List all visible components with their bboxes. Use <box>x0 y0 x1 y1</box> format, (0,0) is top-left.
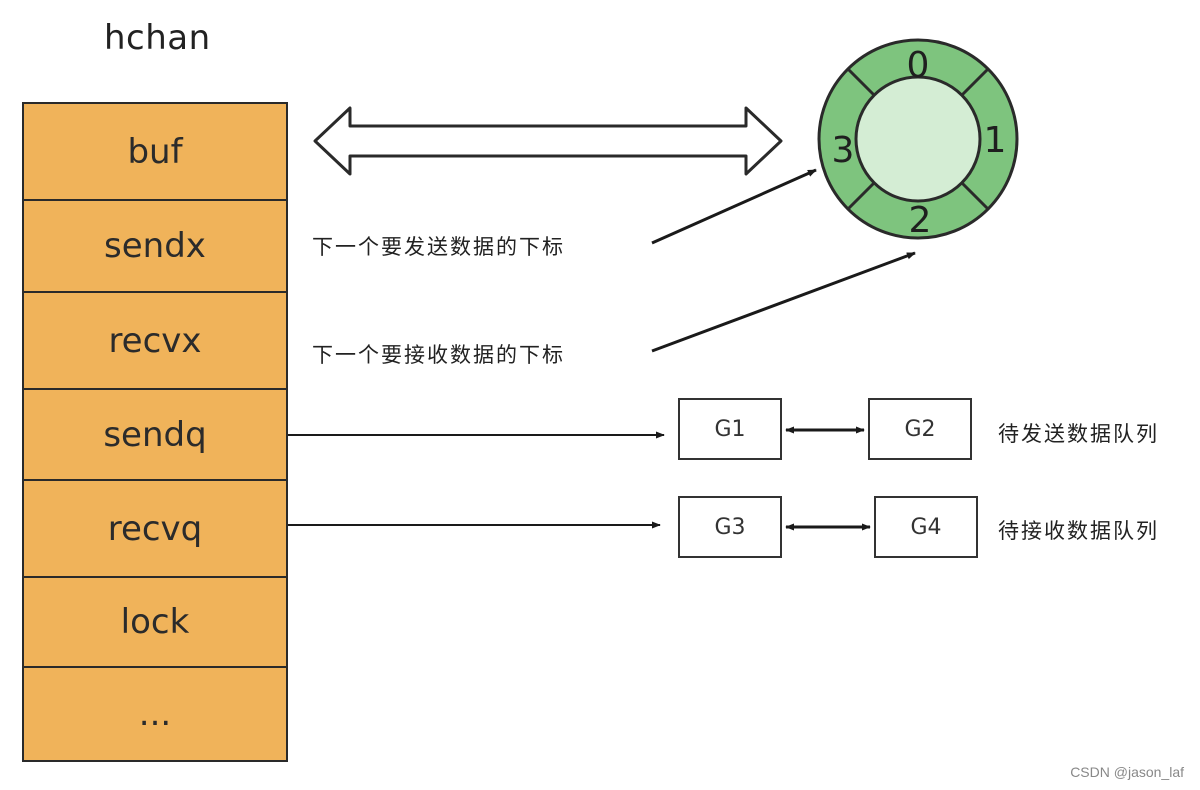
ring-divider <box>846 67 876 97</box>
ring-slot-3: 3 <box>832 130 855 171</box>
field-recvx: recvx <box>24 293 286 390</box>
field-ellipsis: ... <box>138 694 172 734</box>
goroutine-box-g3: G3 <box>678 496 782 558</box>
ring-buffer: 0 1 2 3 <box>817 38 1019 241</box>
ring-slot-2: 2 <box>909 200 932 241</box>
ring-inner <box>854 75 982 203</box>
ring-slot-1: 1 <box>984 120 1007 161</box>
goroutine-box-g4: G4 <box>874 496 978 558</box>
watermark: CSDN @jason_laf <box>1070 764 1184 780</box>
sendx-pointer-arrow <box>651 168 817 245</box>
field-sendx: sendx <box>24 201 286 293</box>
ring-divider <box>960 67 990 97</box>
recvx-pointer-arrow <box>651 251 916 353</box>
field-buf: buf <box>24 104 286 201</box>
buf-ring-double-arrow <box>313 106 783 176</box>
goroutine-box-g1: G1 <box>678 398 782 460</box>
recvx-note: 下一个要接收数据的下标 <box>312 343 565 367</box>
field-lock: lock <box>24 578 286 668</box>
goroutine-box-g2: G2 <box>868 398 972 460</box>
field-sendq: sendq <box>24 390 286 481</box>
sendx-note: 下一个要发送数据的下标 <box>312 235 565 259</box>
send-queue-label: 待发送数据队列 <box>998 422 1159 446</box>
struct-title: hchan <box>104 18 211 58</box>
hchan-struct: buf sendx recvx sendq recvq lock ... <box>22 102 288 762</box>
field-recvq: recvq <box>24 481 286 578</box>
recv-queue-label: 待接收数据队列 <box>998 519 1159 543</box>
ring-divider <box>846 181 876 211</box>
ring-slot-0: 0 <box>907 45 930 86</box>
ring-divider <box>960 181 990 211</box>
